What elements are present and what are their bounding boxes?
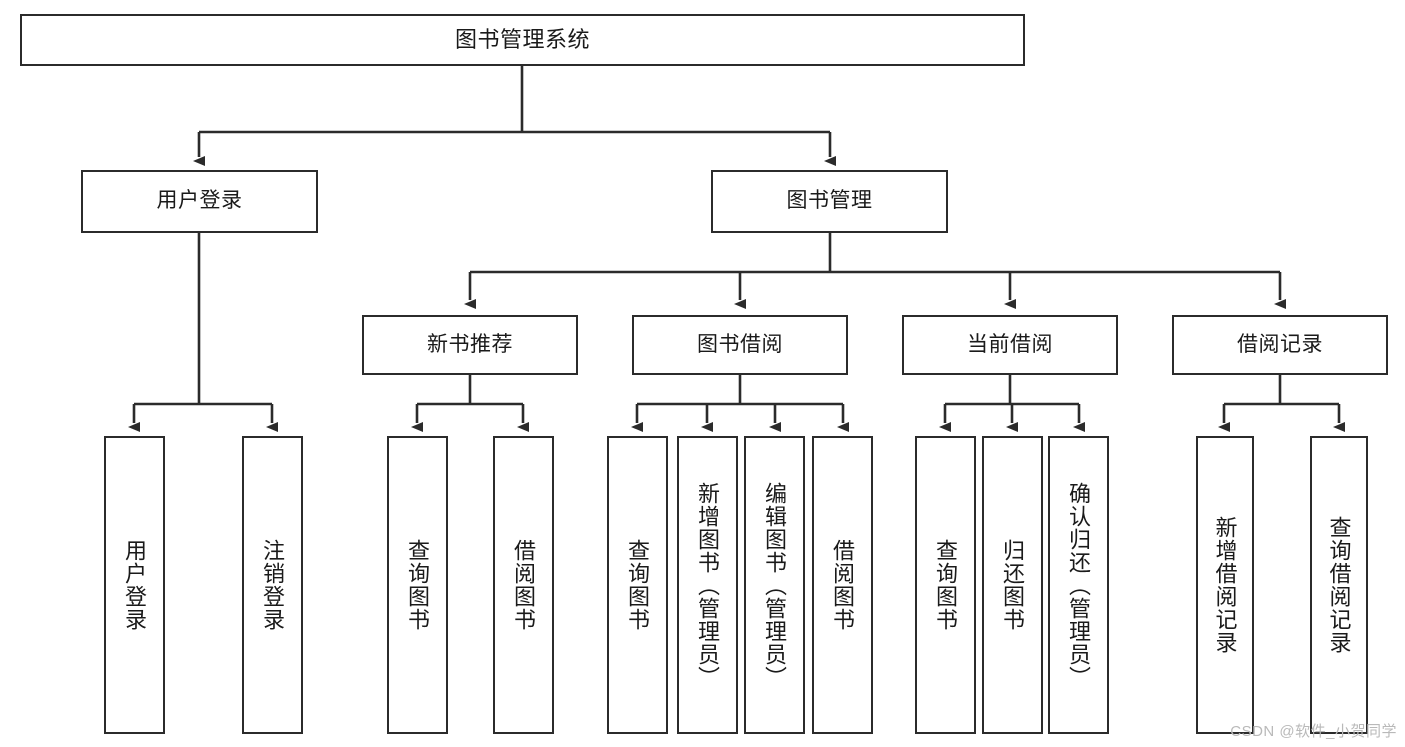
node-label: 借阅图书 [511, 539, 537, 631]
node-label: 查询借阅记录 [1326, 516, 1352, 654]
node-label: 注销登录 [260, 539, 286, 631]
node-leaf-borrow-book-newbook[interactable]: 借阅图书 [493, 436, 554, 734]
node-leaf-query-book-current[interactable]: 查询图书 [915, 436, 976, 734]
node-new-book-recommendation[interactable]: 新书推荐 [362, 315, 578, 375]
node-label: 查询图书 [933, 539, 959, 631]
node-label: 图书借阅 [697, 332, 783, 356]
node-label: 新增借阅记录 [1212, 516, 1238, 654]
node-leaf-query-book-newbook[interactable]: 查询图书 [387, 436, 448, 734]
node-leaf-borrow-book[interactable]: 借阅图书 [812, 436, 873, 734]
node-label: 当前借阅 [967, 332, 1053, 356]
node-label: 借阅图书 [830, 539, 856, 631]
node-label: 图书管理 [786, 189, 873, 213]
node-book-management[interactable]: 图书管理 [711, 170, 948, 233]
node-label: 归还图书 [1000, 539, 1026, 631]
node-label: 用户登录 [122, 539, 148, 631]
node-borrowing-records[interactable]: 借阅记录 [1172, 315, 1388, 375]
node-leaf-add-book-admin[interactable]: 新增图书（管理员） [677, 436, 738, 734]
node-leaf-confirm-return-admin[interactable]: 确认归还（管理员） [1048, 436, 1109, 734]
node-label: 借阅记录 [1237, 332, 1323, 356]
node-label: 用户登录 [156, 189, 243, 213]
node-leaf-logout[interactable]: 注销登录 [242, 436, 303, 734]
node-leaf-query-borrow-record[interactable]: 查询借阅记录 [1310, 436, 1368, 734]
node-leaf-edit-book-admin[interactable]: 编辑图书（管理员） [744, 436, 805, 734]
node-label: 图书管理系统 [454, 27, 590, 53]
node-label: 查询图书 [625, 539, 651, 631]
node-label: 编辑图书（管理员） [762, 481, 788, 689]
node-label: 新增图书（管理员） [695, 481, 721, 689]
node-root-book-management-system[interactable]: 图书管理系统 [20, 14, 1025, 66]
node-current-borrowing[interactable]: 当前借阅 [902, 315, 1118, 375]
node-leaf-query-book-borrow[interactable]: 查询图书 [607, 436, 668, 734]
node-leaf-return-book[interactable]: 归还图书 [982, 436, 1043, 734]
node-user-login[interactable]: 用户登录 [81, 170, 318, 233]
node-book-borrowing[interactable]: 图书借阅 [632, 315, 848, 375]
watermark-text: CSDN @软件_小贺同学 [1230, 723, 1397, 740]
node-label: 查询图书 [405, 539, 431, 631]
node-leaf-user-login[interactable]: 用户登录 [104, 436, 165, 734]
node-leaf-add-borrow-record[interactable]: 新增借阅记录 [1196, 436, 1254, 734]
node-label: 新书推荐 [427, 332, 513, 356]
node-label: 确认归还（管理员） [1066, 481, 1092, 689]
